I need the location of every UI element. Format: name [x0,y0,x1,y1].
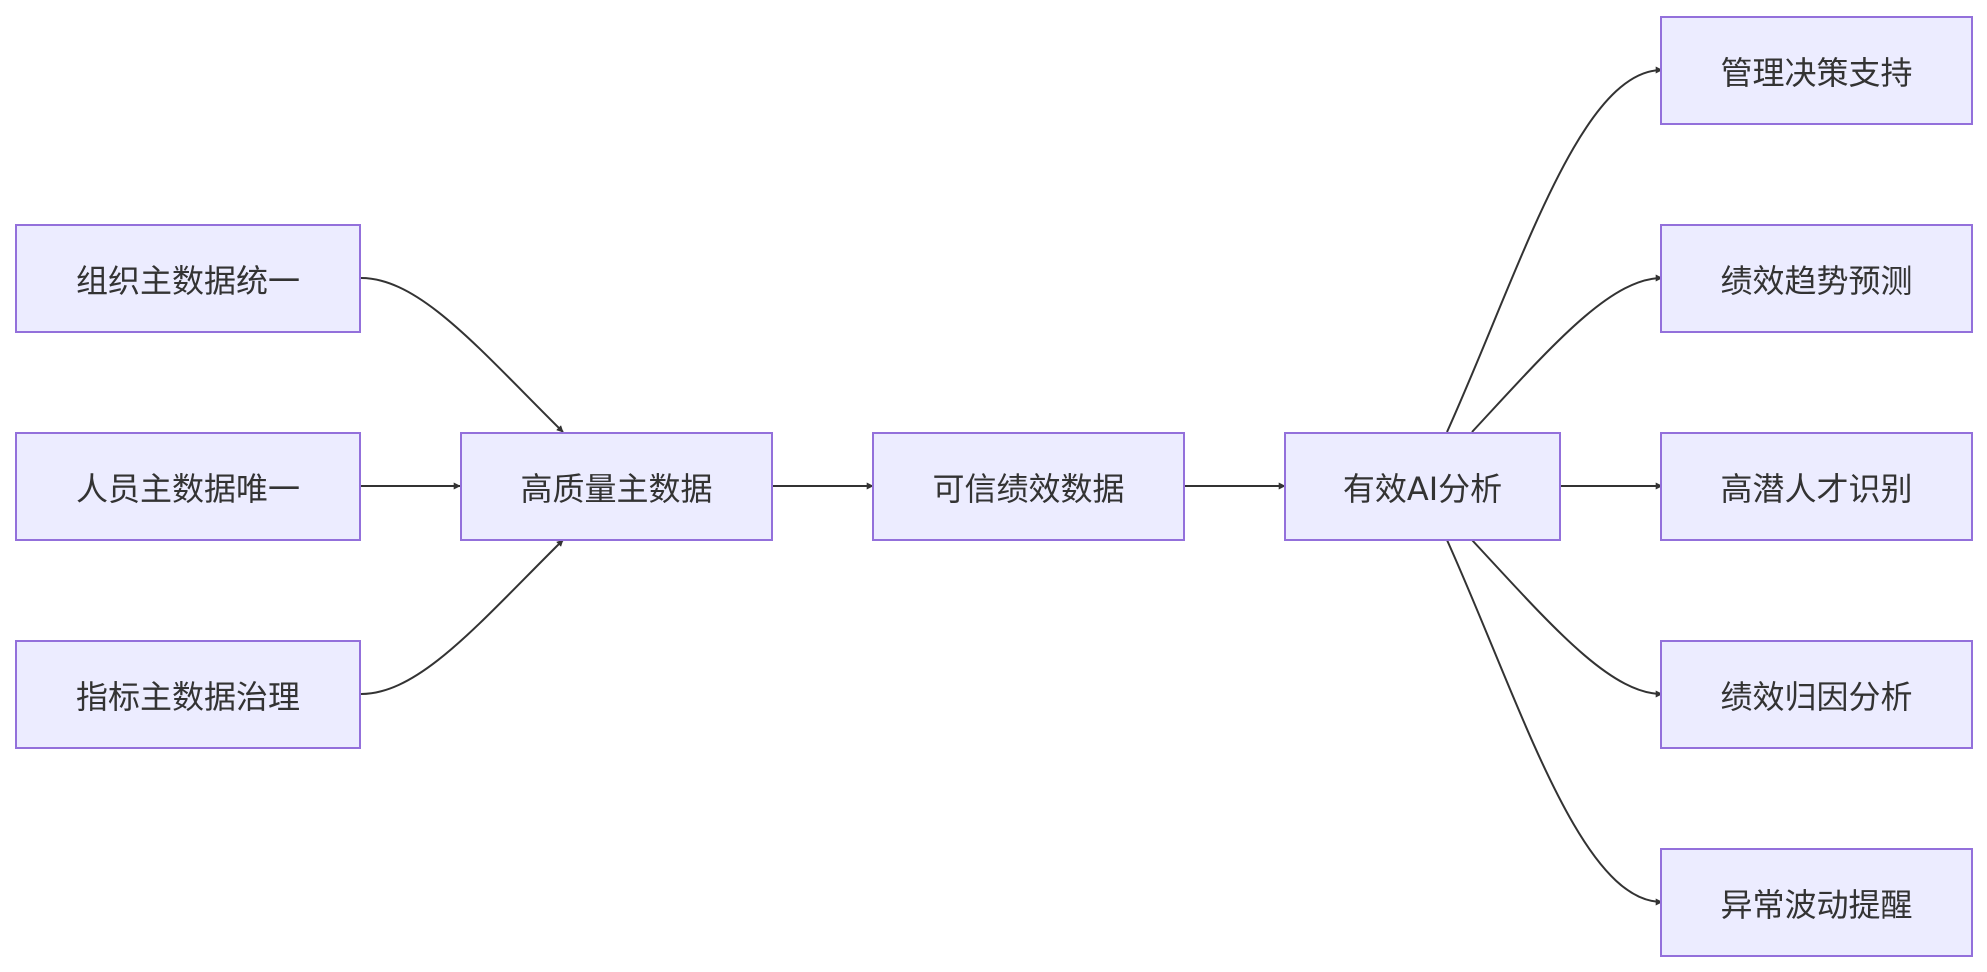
node-label: 高潜人才识别 [1720,469,1913,508]
edge-ai-to-trend [1471,274,1663,433]
edge-ai-to-attribution [1471,539,1663,698]
edge-metric-to-quality [360,539,564,695]
node-label: 高质量主数据 [520,469,713,508]
node-org-master: 组织主数据统一 [15,224,361,333]
node-label: 人员主数据唯一 [75,469,300,508]
node-metric-master: 指标主数据治理 [15,640,361,749]
node-label: 有效AI分析 [1342,469,1503,508]
node-label: 管理决策支持 [1720,53,1913,92]
node-attribution: 绩效归因分析 [1660,640,1973,749]
node-anomaly-alert: 异常波动提醒 [1660,848,1973,957]
node-trend-forecast: 绩效趋势预测 [1660,224,1973,333]
edge-org-to-quality [360,277,564,433]
node-label: 异常波动提醒 [1720,885,1913,924]
node-talent-id: 高潜人才识别 [1660,432,1973,541]
node-label: 指标主数据治理 [75,677,300,716]
node-label: 绩效趋势预测 [1720,261,1913,300]
node-ai-analysis: 有效AI分析 [1284,432,1561,541]
node-label: 可信绩效数据 [932,469,1125,508]
edge-ai-to-decision [1446,66,1663,433]
node-person-master: 人员主数据唯一 [15,432,361,541]
node-decision-support: 管理决策支持 [1660,16,1973,125]
node-trusted-perf: 可信绩效数据 [872,432,1185,541]
edge-ai-to-anomaly [1446,539,1663,906]
node-label: 绩效归因分析 [1720,677,1913,716]
node-quality-master: 高质量主数据 [460,432,773,541]
node-label: 组织主数据统一 [75,261,300,300]
